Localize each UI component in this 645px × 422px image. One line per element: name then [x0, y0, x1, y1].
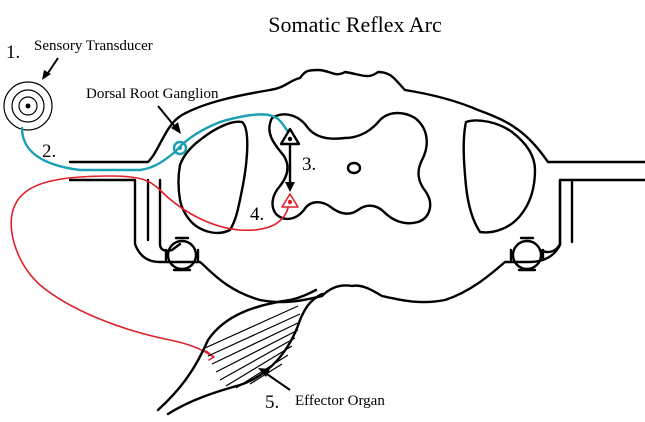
spinal-cord-outline: [68, 68, 645, 164]
dorsal-root-ganglion-label: Dorsal Root Ganglion: [86, 86, 219, 102]
sensory-transducer-label: Sensory Transducer: [34, 38, 153, 54]
central-grey-matter: [268, 111, 432, 225]
motor-neuron: [10, 175, 299, 361]
central-canal: [346, 161, 362, 175]
effector-organ-label: Effector Organ: [295, 393, 385, 409]
number-2: 2.: [42, 141, 56, 162]
spinal-cord: [68, 68, 645, 304]
interneuron: [279, 127, 301, 192]
left-spinal-nerve: [146, 178, 182, 252]
sensory-transducer: [3, 81, 53, 131]
right-grey-matter: [462, 119, 537, 234]
right-spinal-nerve: [538, 178, 574, 254]
right-sympathetic-ganglion: [511, 239, 543, 271]
number-1: 1.: [6, 42, 20, 63]
diagram-title: Somatic Reflex Arc: [268, 12, 442, 37]
number-4: 4.: [250, 204, 264, 225]
dorsal-root-ganglion-cell: [172, 140, 188, 156]
number-5: 5.: [265, 392, 279, 413]
left-grey-matter: [177, 120, 249, 235]
sensory-neuron: [20, 113, 290, 172]
arrow-effector: [263, 371, 291, 391]
arrow-ganglion: [157, 105, 177, 129]
left-sympathetic-ganglion: [166, 239, 198, 271]
number-3: 3.: [302, 154, 316, 175]
effector-organ-muscle: [156, 288, 324, 416]
